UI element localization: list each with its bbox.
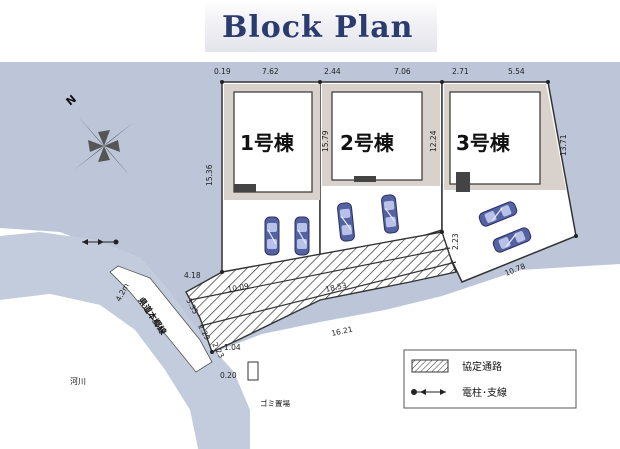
building-1: [233, 91, 313, 193]
dim-road-a: 4.18: [184, 271, 201, 280]
dim-top-d: 7.06: [394, 67, 411, 76]
steps-1: [234, 184, 256, 192]
dim-road-d: 16.21: [331, 325, 354, 338]
legend-pole-icon: [411, 389, 446, 395]
steps-3: [456, 172, 470, 192]
dim-road-c: 18.53: [325, 281, 348, 294]
car-1a: [264, 216, 280, 256]
page-title: Block Plan: [222, 10, 414, 45]
building-3-label: 3号棟: [456, 131, 511, 155]
public-road: [109, 265, 213, 373]
river-inner-bank: [0, 232, 250, 449]
dim-top-e: 2.71: [452, 67, 469, 76]
dim-gap-lot2-3: 2.23: [451, 233, 460, 250]
dim-top-b: 7.62: [262, 67, 279, 76]
legend-agreement-road: 協定通路: [462, 360, 502, 373]
steps-2: [354, 176, 376, 182]
dim-right-side: 13.71: [559, 134, 568, 156]
title-band: [205, 0, 437, 52]
dim-lot3-side: 12.24: [429, 130, 438, 152]
pole-marker: [82, 239, 119, 245]
dim-top-f: 5.54: [508, 67, 525, 76]
dim-top-a: 0.19: [214, 67, 231, 76]
dim-top-c: 2.44: [324, 67, 341, 76]
legend-hatch-swatch: [411, 359, 449, 373]
building-2-label: 2号棟: [340, 131, 395, 155]
dim-road-h: 1.04: [224, 343, 241, 352]
building-2: [331, 91, 423, 181]
legend-pole: 電柱･支線: [462, 386, 507, 399]
dim-road-i: 0.20: [220, 371, 237, 380]
legend: 協定通路 電柱･支線: [403, 349, 577, 409]
dim-left-depth: 15.36: [205, 164, 214, 186]
trash-area: [247, 361, 259, 381]
river-water: [0, 294, 198, 449]
building-3: [449, 91, 541, 185]
agreement-road: [185, 231, 457, 353]
dim-lot2-depth: 15.79: [321, 130, 330, 152]
corner-dots: [210, 80, 578, 354]
car-1b: [294, 216, 310, 256]
river-label: 河川: [70, 376, 86, 386]
building-1-label: 1号棟: [240, 131, 295, 155]
dim-road-b: 10.09: [227, 281, 250, 294]
trash-label: ゴミ置場: [260, 398, 290, 408]
